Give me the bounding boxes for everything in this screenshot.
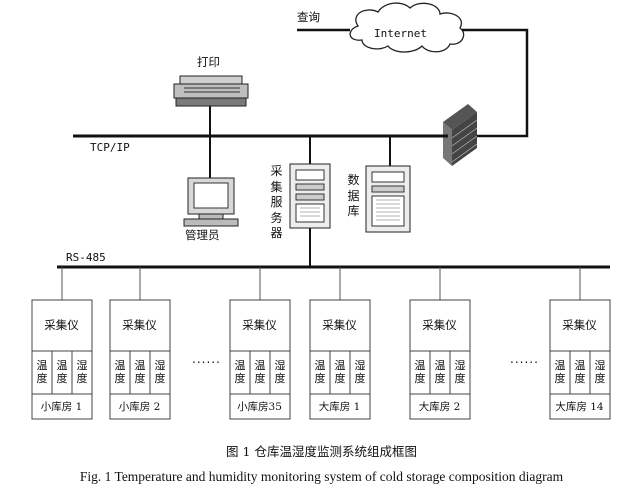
printer-icon [173, 75, 249, 107]
internet-label: Internet [374, 27, 427, 40]
cell-label: 湿度 [354, 359, 366, 385]
acq-server-label: 采集服务器 [270, 164, 283, 240]
computer-icon [183, 177, 239, 227]
cell-label: 温度 [554, 359, 566, 385]
tcpip-label: TCP/IP [90, 141, 130, 154]
cell-label: 温度 [334, 359, 346, 385]
internet-link [462, 28, 529, 138]
cell-label: 湿度 [454, 359, 466, 385]
printer-label: 打印 [197, 55, 220, 69]
cell-label: 湿度 [154, 359, 166, 385]
cell-label: 温度 [234, 359, 246, 385]
collector-device-label: 采集仪 [562, 318, 597, 332]
room-label: 小库房 2 [118, 401, 161, 413]
collector-device-label: 采集仪 [242, 318, 277, 332]
collector-device-label: 采集仪 [122, 318, 157, 332]
caption-chinese: 图 1 仓库温湿度监测系统组成框图 [226, 444, 417, 459]
internet-cloud [349, 2, 465, 53]
collector-device-label: 采集仪 [422, 318, 457, 332]
cell-label: 湿度 [594, 359, 606, 385]
cell-label: 温度 [314, 359, 326, 385]
query-label: 查询 [297, 10, 320, 24]
database-server-icon [365, 165, 411, 233]
cell-label: 温度 [574, 359, 586, 385]
cell-label: 温度 [36, 359, 48, 385]
cell-label: 温度 [414, 359, 426, 385]
server-icon [289, 163, 331, 229]
room-label: 大库房 14 [555, 401, 604, 413]
room-label: 大库房 2 [418, 401, 461, 413]
cell-label: 温度 [56, 359, 68, 385]
ellipsis-right: ...... [510, 352, 539, 366]
firewall-icon [443, 104, 478, 166]
cell-label: 温度 [434, 359, 446, 385]
database-label: 数据库 [347, 173, 360, 218]
cell-label: 湿度 [76, 359, 88, 385]
rs485-label: RS-485 [66, 251, 106, 264]
collector-device-label: 采集仪 [322, 318, 357, 332]
caption-english: Fig. 1 Temperature and humidity monitori… [79, 469, 564, 484]
manager-label: 管理员 [185, 228, 220, 242]
room-label: 小库房35 [237, 401, 282, 413]
cell-label: 温度 [114, 359, 126, 385]
cell-label: 温度 [134, 359, 146, 385]
ellipsis-left: ...... [192, 352, 221, 366]
cell-label: 湿度 [274, 359, 286, 385]
cell-label: 温度 [254, 359, 266, 385]
room-label: 大库房 1 [318, 401, 361, 413]
room-label: 小库房 1 [40, 401, 83, 413]
collector-device-label: 采集仪 [44, 318, 79, 332]
